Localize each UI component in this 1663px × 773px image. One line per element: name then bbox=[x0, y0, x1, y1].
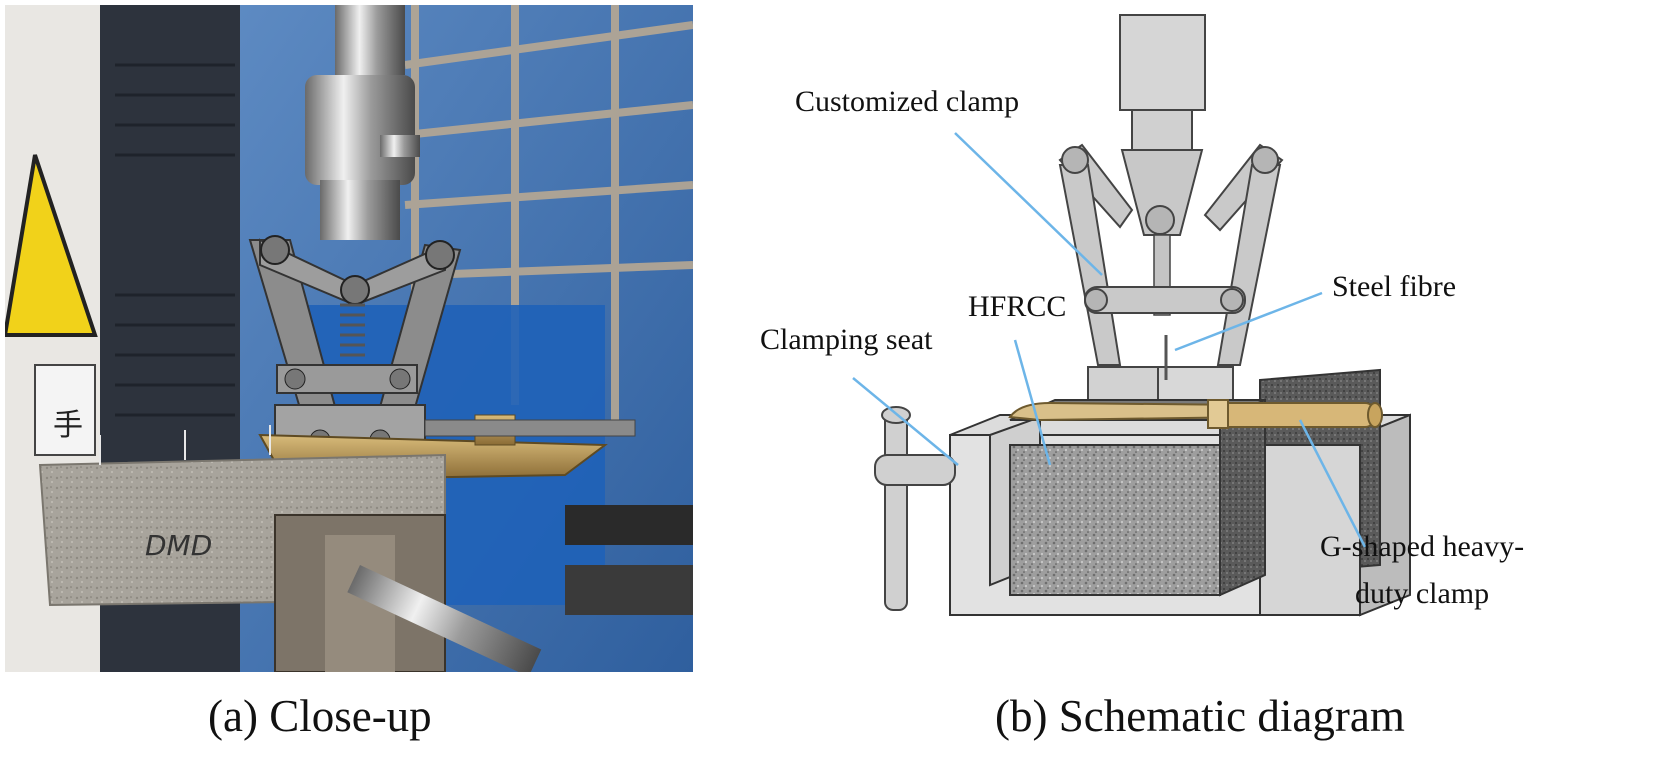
label-customized-clamp: Customized clamp bbox=[795, 85, 1020, 118]
callout-line-steel-fibre bbox=[1174, 291, 1323, 352]
clamping-screw bbox=[874, 406, 956, 611]
callout-line-clamping-seat bbox=[852, 377, 959, 466]
warning-sign-text: 手 bbox=[53, 408, 83, 443]
label-steel-fibre: Steel fibre bbox=[1332, 270, 1457, 303]
callout-line-g-clamp bbox=[1298, 419, 1367, 548]
label-clamping-seat: Clamping seat bbox=[760, 323, 933, 356]
label-g-shaped-clamp-line1: G-shaped heavy- bbox=[1320, 530, 1525, 563]
callout-lines bbox=[852, 132, 1367, 548]
load-cell bbox=[305, 75, 415, 185]
label-g-shaped-clamp-line2: duty clamp bbox=[1355, 577, 1490, 610]
close-up-photo-graphic: 手 bbox=[5, 5, 693, 672]
machine-bellows bbox=[115, 63, 235, 417]
close-up-photo: 手 bbox=[5, 5, 693, 672]
loading-head bbox=[1119, 14, 1206, 316]
g-shaped-clamp bbox=[1008, 399, 1383, 429]
caption-close-up: (a) Close-up bbox=[208, 691, 432, 741]
label-hfrcc: HFRCC bbox=[968, 290, 1067, 323]
caption-schematic-diagram: (b) Schematic diagram bbox=[995, 691, 1405, 741]
callout-line-customized-clamp bbox=[954, 132, 1103, 276]
schematic-graphic bbox=[852, 14, 1411, 617]
callout-line-hfrcc bbox=[1013, 339, 1052, 466]
schematic-diagram: Customized clamp Steel fibre HFRCC Clamp… bbox=[760, 5, 1650, 675]
warning-sign-icon bbox=[5, 154, 98, 337]
specimen-marking: DMD bbox=[145, 529, 212, 562]
